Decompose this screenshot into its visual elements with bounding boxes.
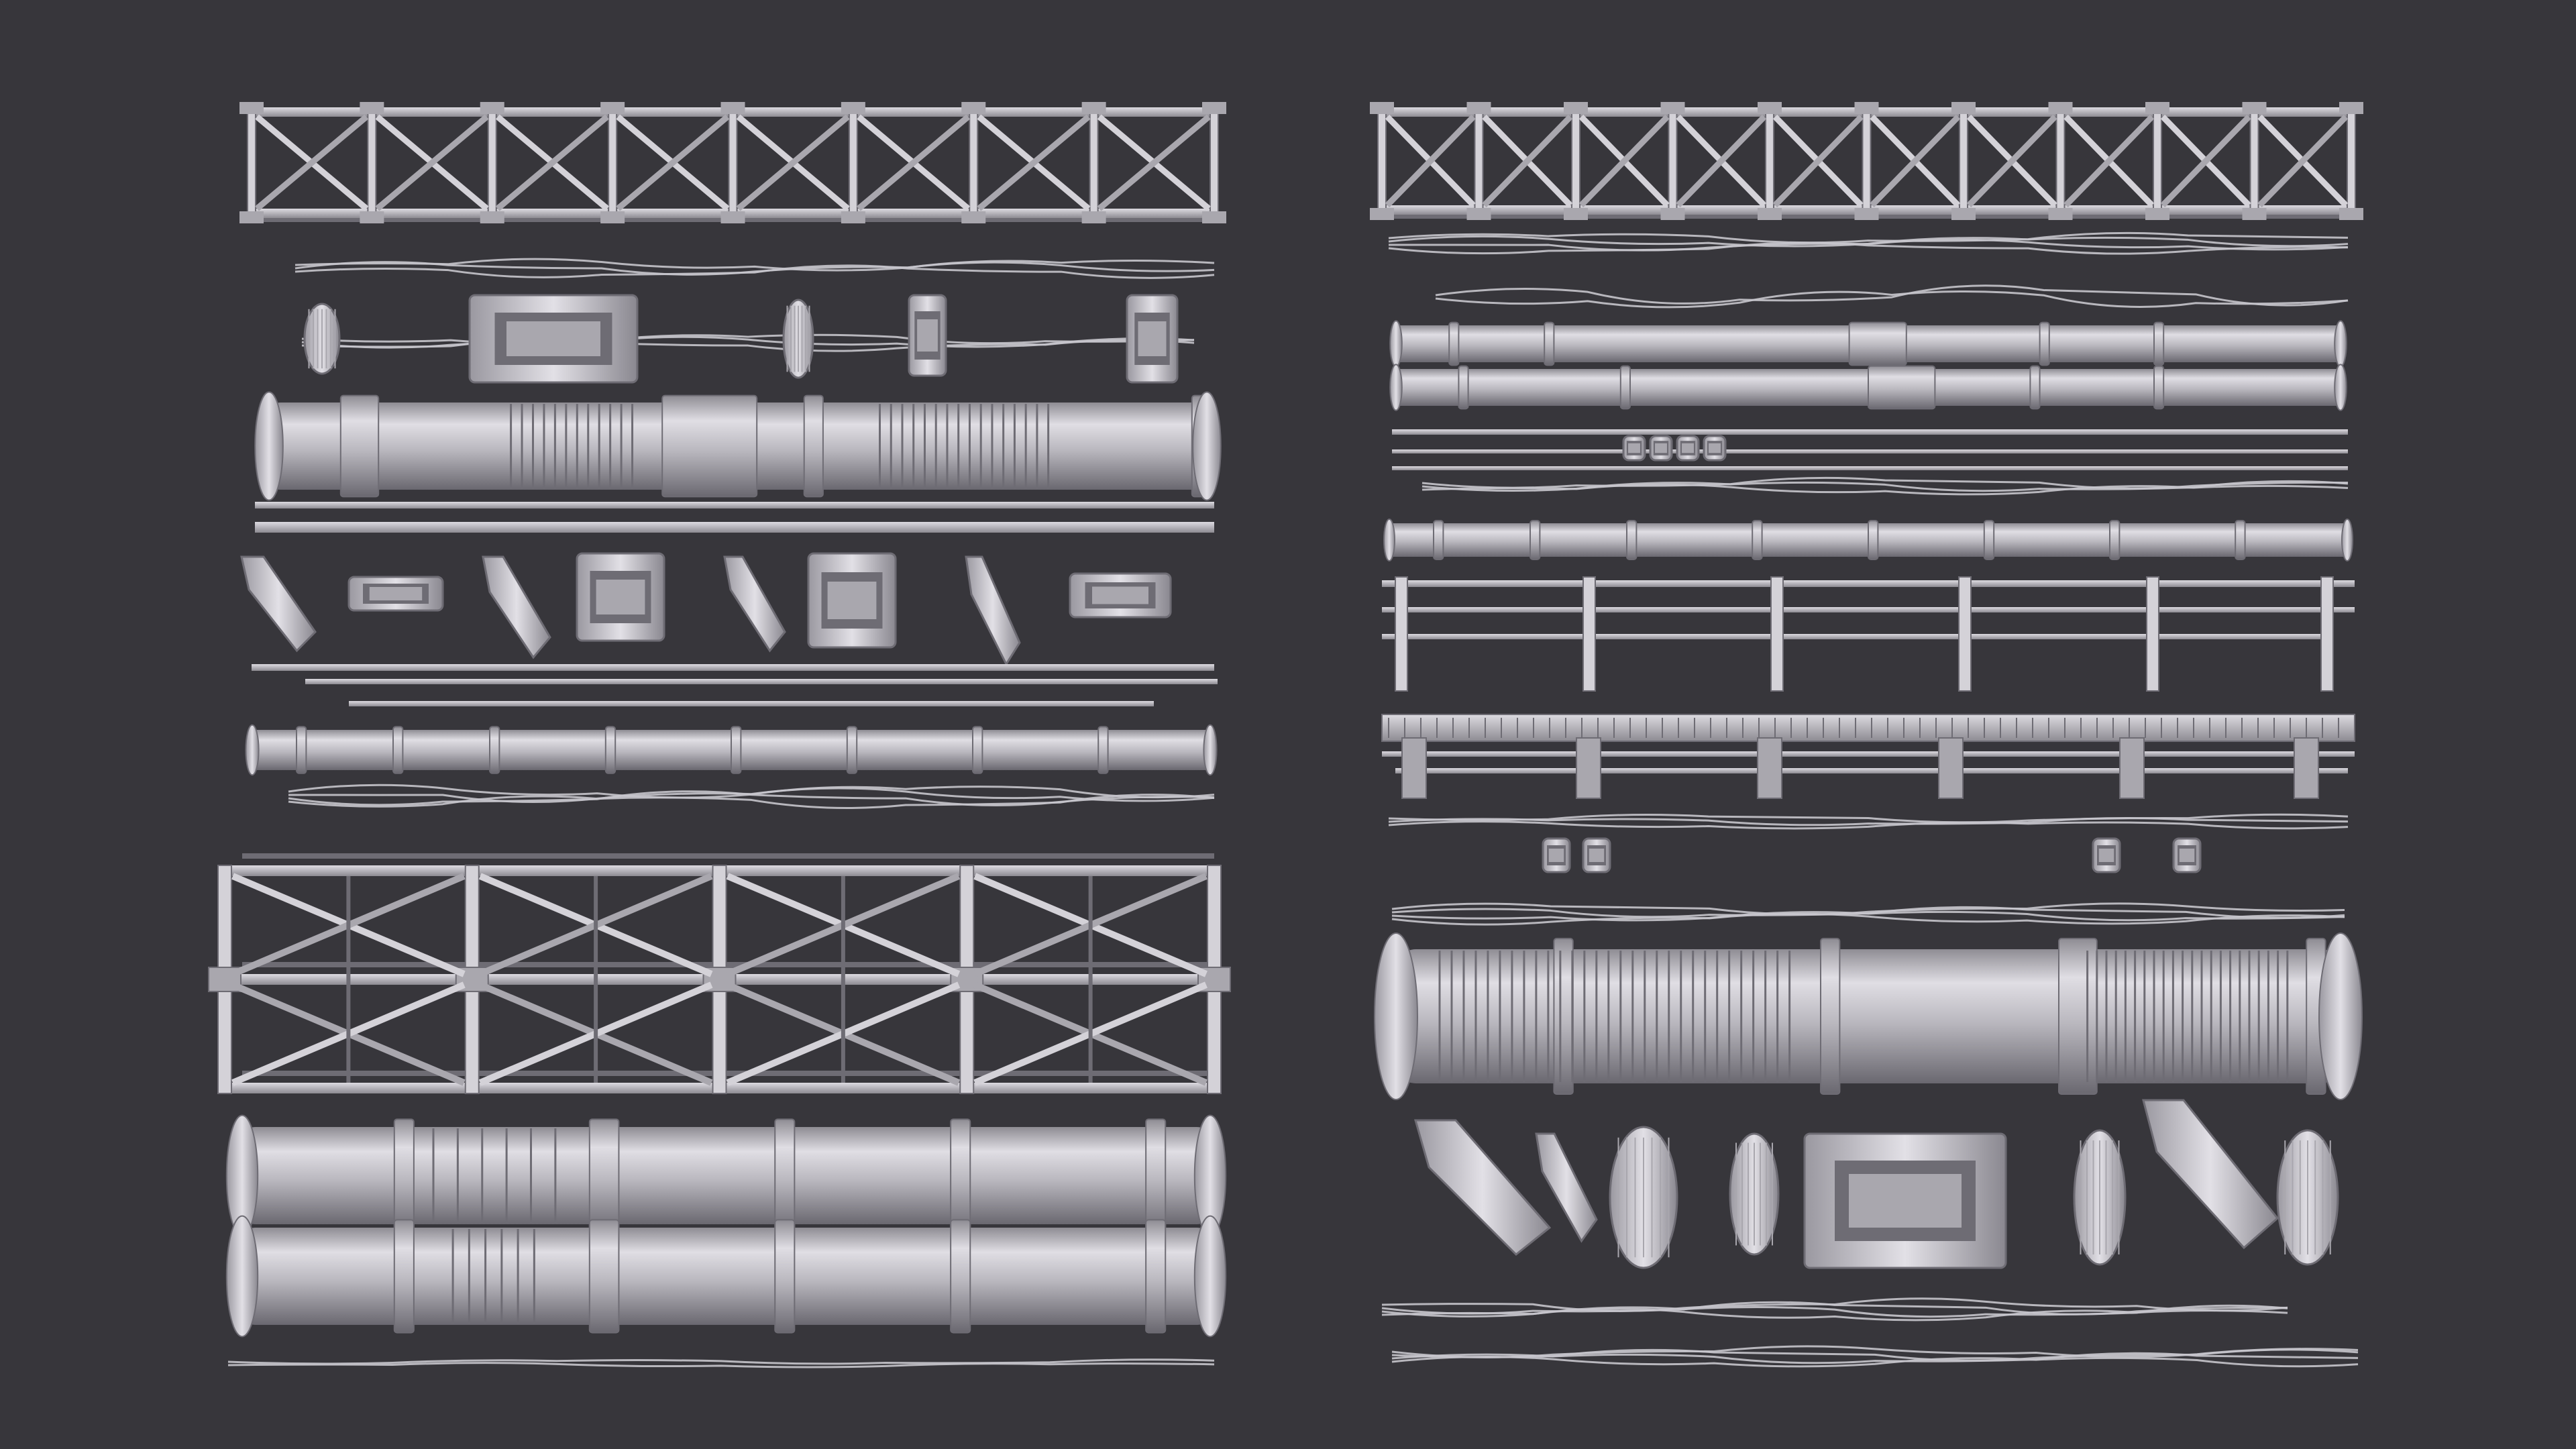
clamp <box>2172 837 2202 873</box>
clamp <box>1622 435 1646 462</box>
thin-conduits <box>252 664 1218 706</box>
end-cap <box>2276 1129 2339 1266</box>
rod <box>1392 449 2348 453</box>
clamps-and-caps-row <box>1414 1099 2339 1269</box>
pipe <box>1389 364 2347 411</box>
pipe <box>225 1215 1227 1338</box>
end-cap <box>1729 1132 1780 1256</box>
rod <box>1382 751 2355 757</box>
hanger-bracket <box>240 555 317 653</box>
clamp <box>807 552 897 649</box>
end-cap <box>1609 1126 1678 1269</box>
hanger-bracket <box>2142 1099 2279 1250</box>
clamp <box>1676 435 1700 462</box>
rod <box>1382 607 2355 612</box>
rod <box>305 679 1218 684</box>
pipe <box>245 724 1218 776</box>
end-cap <box>2073 1129 2127 1266</box>
clamp <box>1582 837 1611 873</box>
rod <box>1382 634 2321 639</box>
rod <box>255 522 1214 533</box>
cable-bundle <box>1388 813 2349 830</box>
end-cap <box>782 299 814 379</box>
clamp <box>468 294 639 384</box>
rod-assembly <box>1392 429 2349 496</box>
rod <box>349 701 1154 706</box>
hanger-bracket <box>965 555 1021 667</box>
clamp <box>1649 435 1673 462</box>
catwalk-platform <box>1381 714 2355 799</box>
rod <box>1395 768 2348 773</box>
rod <box>252 664 1214 671</box>
truss-beam <box>239 102 1226 223</box>
clamp <box>1542 837 1571 873</box>
cable-bundle <box>301 333 1195 352</box>
pipe <box>1389 320 2347 368</box>
pipe <box>1374 932 2363 1100</box>
end-cap <box>303 303 341 375</box>
hanger-rail-row <box>240 502 1214 667</box>
cable-bundle <box>1391 1345 2359 1368</box>
truss-beam <box>1370 102 2363 220</box>
rod <box>1392 466 2348 470</box>
hanger-bracket <box>723 555 786 653</box>
pipe <box>225 1114 1227 1237</box>
hanger-bracket <box>1414 1119 1552 1256</box>
pipe <box>254 391 1222 501</box>
rod <box>1382 580 2355 587</box>
left-kit-panel <box>208 102 1231 1368</box>
clamp <box>1703 435 1727 462</box>
rod <box>1392 429 2348 435</box>
cable-bundle <box>227 1358 1215 1368</box>
cable-bundle <box>1421 476 2349 496</box>
cable-bundle <box>1388 231 2349 255</box>
clamp <box>1069 572 1172 619</box>
clamp <box>576 552 665 642</box>
clamp <box>1126 294 1179 384</box>
clamp <box>908 294 947 377</box>
box-truss <box>208 853 1231 1094</box>
rod <box>255 502 1214 508</box>
cable-bundle <box>294 258 1215 279</box>
hanger-bracket <box>1535 1132 1598 1243</box>
cable-bundle <box>1381 1297 2288 1322</box>
clamp <box>347 576 444 612</box>
clamp <box>2092 837 2121 873</box>
cable-connectors-row <box>301 294 1195 384</box>
right-kit-panel <box>1370 102 2363 1368</box>
pipe <box>1383 519 2353 561</box>
cable-bundle <box>288 784 1215 809</box>
cable-bundle <box>1435 284 2349 309</box>
cable-bundle <box>1391 902 2345 926</box>
clamp <box>1803 1132 2007 1269</box>
handrail <box>1382 576 2355 692</box>
hanger-bracket <box>482 555 551 659</box>
